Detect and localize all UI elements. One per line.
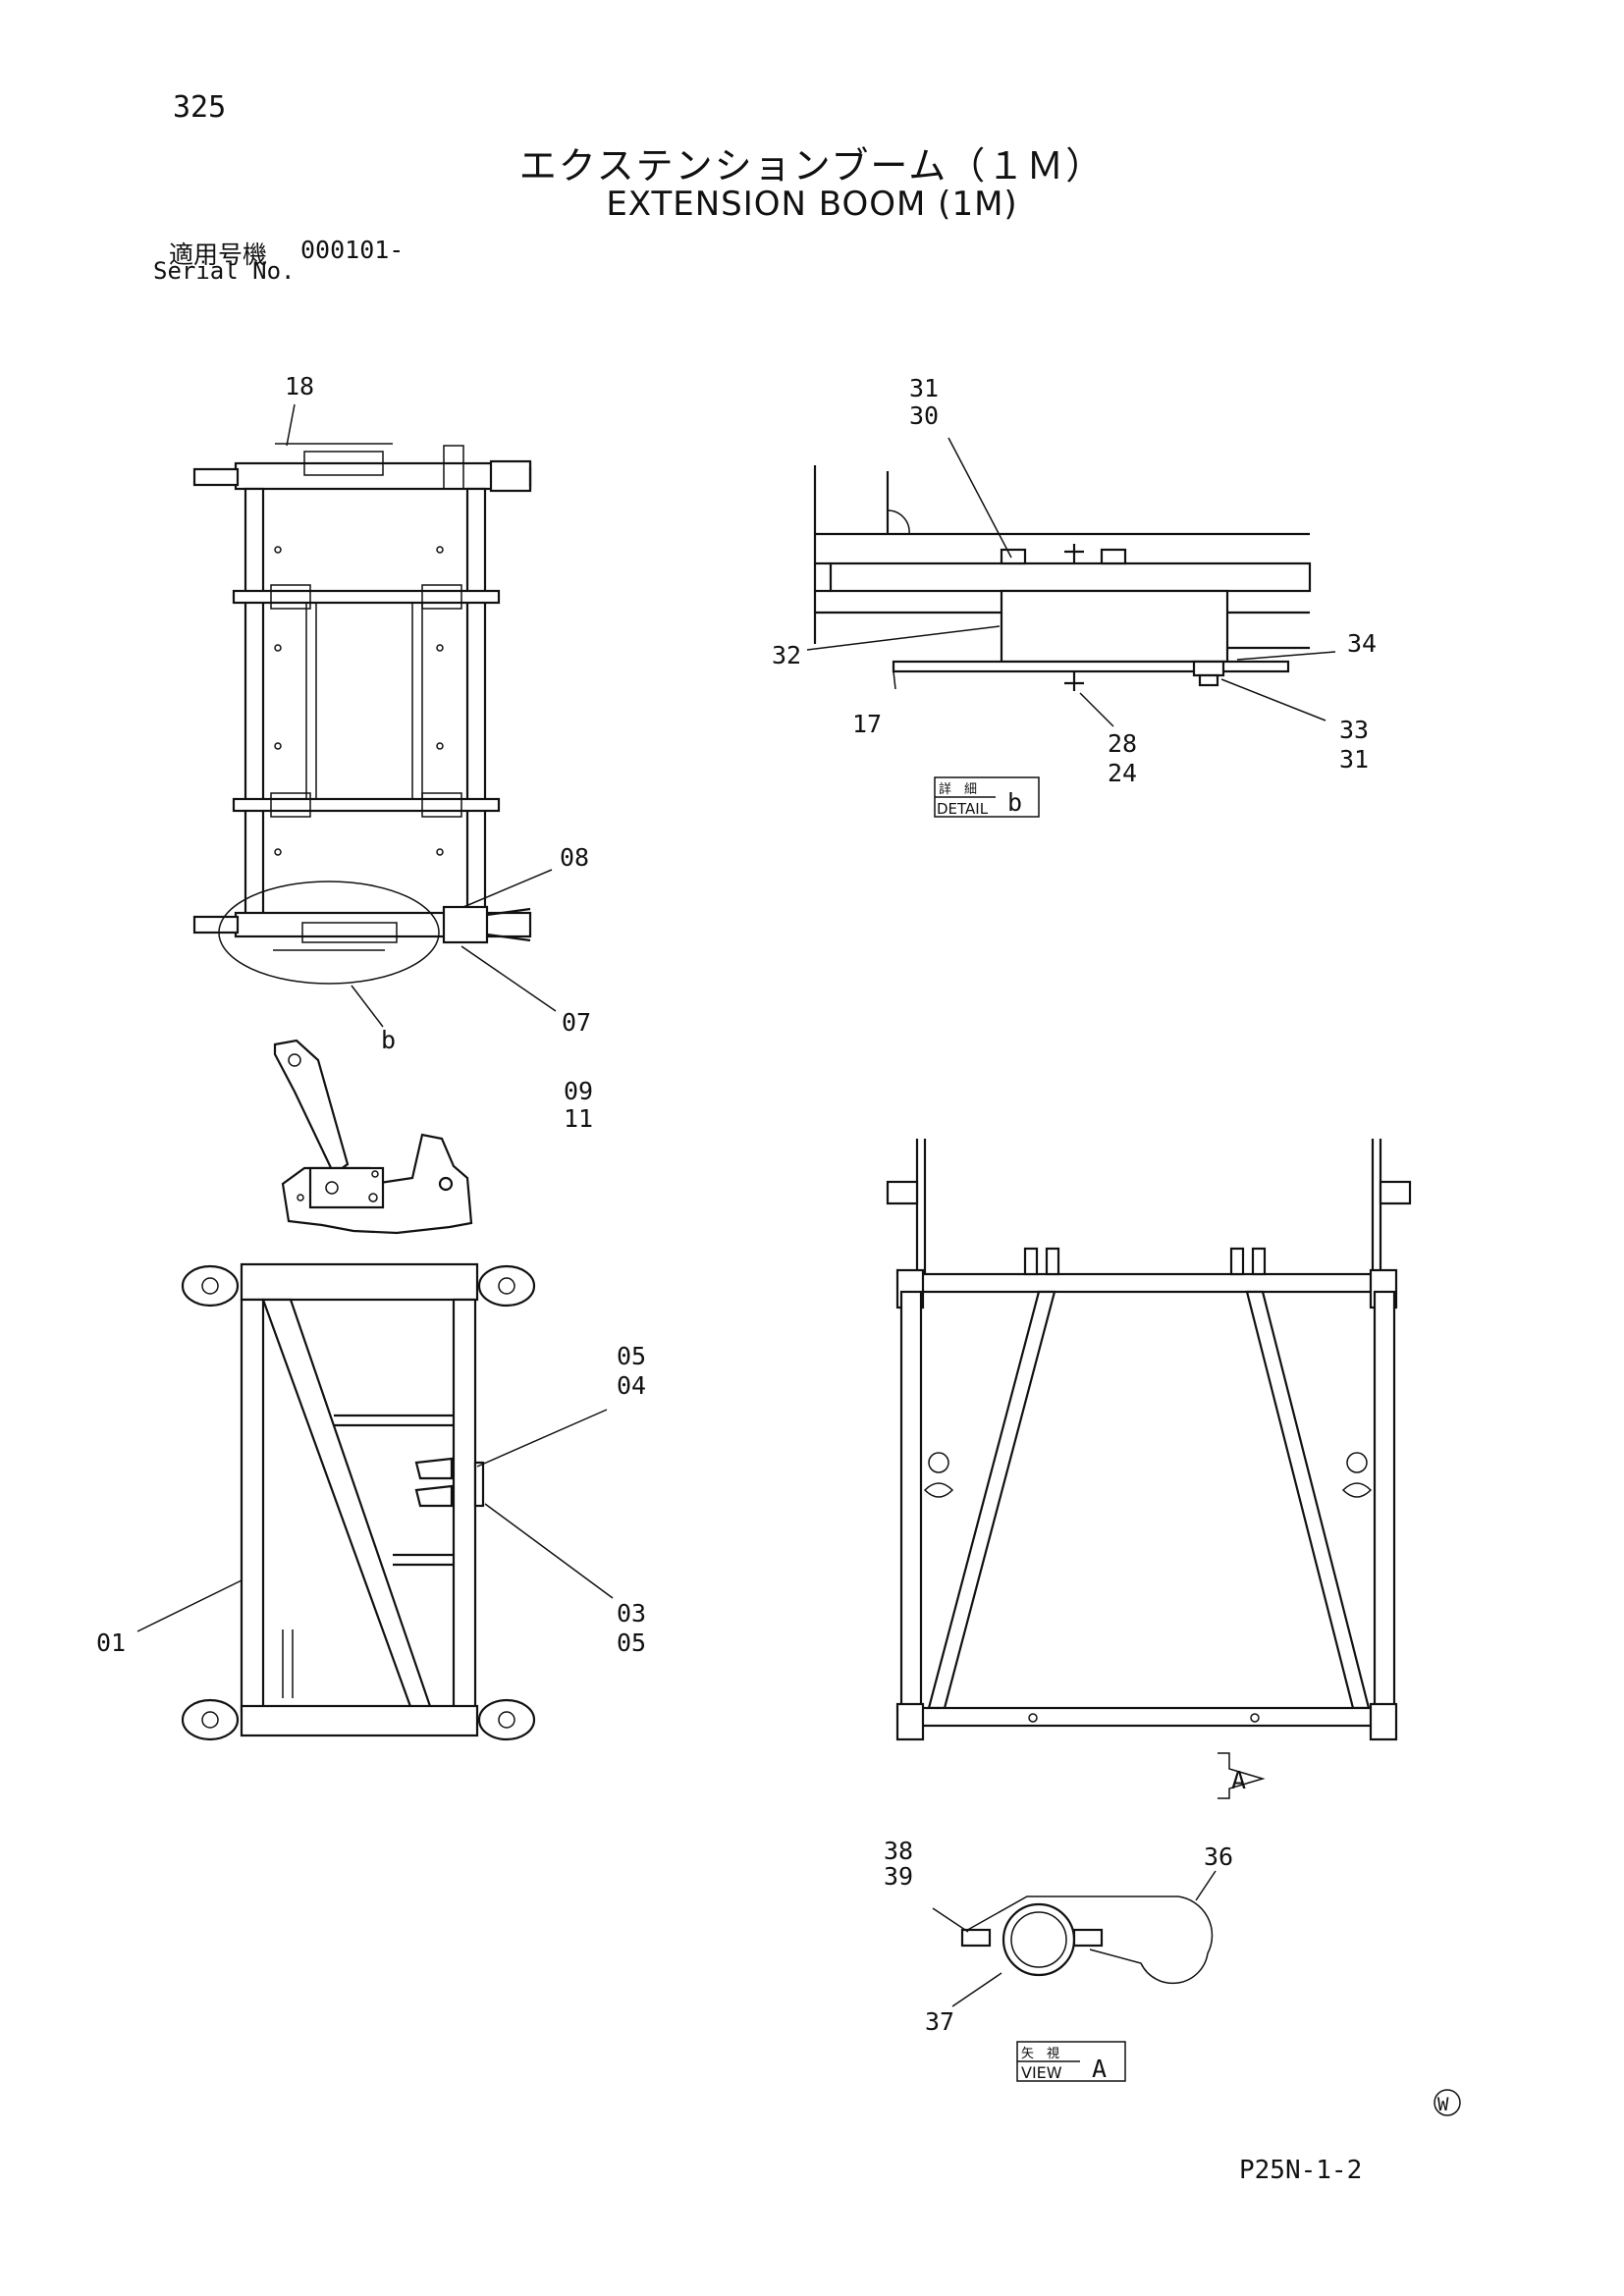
corner-mark-letter: W xyxy=(1437,2094,1449,2115)
detail-b-drawing xyxy=(813,465,1312,691)
callout-05-upper: 05 xyxy=(617,1342,646,1370)
callout-24: 24 xyxy=(1108,759,1137,787)
callout-32: 32 xyxy=(772,641,801,669)
view-tag-en: VIEW xyxy=(1021,2063,1062,2082)
callout-31-bottom: 31 xyxy=(1339,745,1369,774)
view-tag-ja: 矢 視 xyxy=(1021,2047,1059,2061)
callout-31-top: 31 xyxy=(909,374,939,402)
callout-34: 34 xyxy=(1347,629,1377,658)
callout-30: 30 xyxy=(909,401,939,430)
callout-17: 17 xyxy=(852,710,882,738)
page-number: 325 xyxy=(173,90,227,125)
callout-38: 38 xyxy=(884,1837,913,1865)
callout-01: 01 xyxy=(96,1629,126,1657)
callout-33: 33 xyxy=(1339,716,1369,744)
view-a-drawing xyxy=(960,1896,1214,1985)
front-view-drawing: A xyxy=(886,1139,1412,1799)
callout-05-lower: 05 xyxy=(617,1629,646,1657)
callout-b: b xyxy=(381,1026,396,1054)
serial-label-japanese: 適用号機 xyxy=(169,240,268,269)
callout-18: 18 xyxy=(285,372,314,400)
callout-36: 36 xyxy=(1204,1842,1233,1871)
side-view-drawing xyxy=(181,1039,536,1741)
callout-39: 39 xyxy=(884,1862,913,1891)
callout-11: 11 xyxy=(564,1104,593,1133)
top-view-drawing xyxy=(192,443,532,985)
view-arrow-letter: A xyxy=(1231,1766,1246,1794)
callout-08: 08 xyxy=(560,843,589,872)
detail-tag-letter: b xyxy=(1007,788,1022,817)
callout-28: 28 xyxy=(1108,729,1137,758)
title-english: EXTENSION BOOM (1M) xyxy=(606,185,1018,224)
callout-37: 37 xyxy=(925,2007,954,2036)
detail-b-tag: 詳 細 DETAIL b xyxy=(934,776,1040,818)
callout-09: 09 xyxy=(564,1077,593,1105)
detail-tag-en: DETAIL xyxy=(937,800,989,818)
callout-07: 07 xyxy=(562,1008,591,1037)
serial-label-english: Serial No. xyxy=(153,257,296,285)
callout-03: 03 xyxy=(617,1599,646,1628)
corner-mark: W xyxy=(1434,2089,1461,2116)
detail-tag-ja: 詳 細 xyxy=(939,781,977,797)
view-a-tag: 矢 視 VIEW A xyxy=(1016,2041,1126,2083)
serial-number-value: 000101- xyxy=(300,236,405,264)
view-tag-letter: A xyxy=(1092,2055,1107,2083)
page-code: P25N-1-2 xyxy=(1239,2156,1363,2185)
callout-04: 04 xyxy=(617,1371,646,1400)
title-japanese: エクステンションブーム（１Ｍ） xyxy=(518,144,1106,187)
